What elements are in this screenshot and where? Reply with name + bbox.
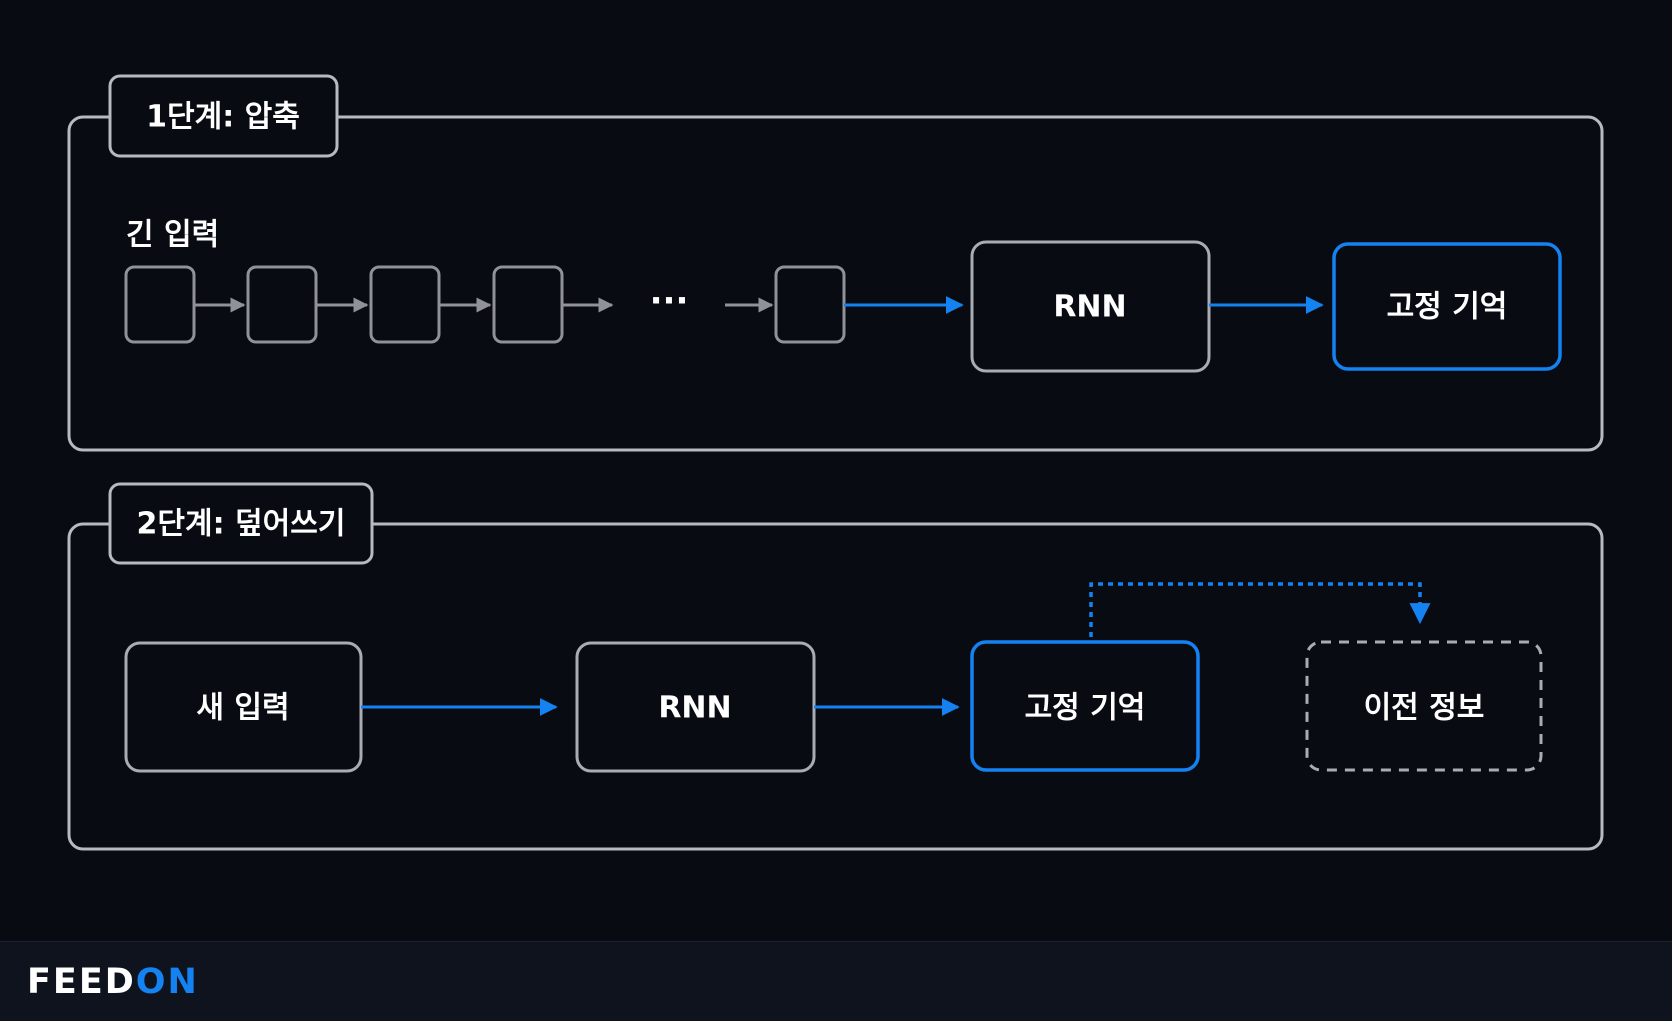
brand-logo-part1: FEED	[27, 962, 136, 1002]
stage2-frame	[67, 522, 1604, 851]
previous-info-label: 이전 정보	[1364, 691, 1485, 726]
input-token-3	[369, 265, 441, 344]
brand-logo-part2: ON	[135, 962, 199, 1002]
footer-bar: FEEDON	[0, 941, 1672, 1021]
stage1-rnn-label: RNN	[1053, 290, 1126, 325]
new-input-label: 새 입력	[196, 691, 289, 726]
stage2-title: 2단계: 덮어쓰기	[137, 507, 346, 542]
input-token-2	[246, 265, 318, 344]
overwrite-dotted-arrow	[1089, 582, 1431, 637]
stage1-memory-label: 고정 기억	[1387, 290, 1508, 325]
stage1-title: 1단계: 압축	[146, 100, 300, 135]
input-token-last	[774, 265, 846, 344]
stage1-memory-box	[1332, 242, 1562, 371]
stage2-rnn-label: RNN	[658, 691, 731, 726]
ellipsis: ···	[650, 281, 689, 321]
stage2-memory-label: 고정 기억	[1025, 691, 1146, 726]
long-input-caption: 긴 입력	[126, 218, 219, 253]
stage2-panel: 2단계: 덮어쓰기 새 입력 RNN 고정 기억 이전 정보	[67, 482, 1604, 851]
stage1-title-tab	[108, 74, 339, 158]
brand-logo: FEEDON	[27, 962, 199, 1002]
two-stage-diagram: 1단계: 압축 긴 입력 ··· RNN 고정 기억 2단계: 덮어쓰기 새 입…	[67, 74, 1604, 851]
input-token-4	[492, 265, 564, 344]
stage2-title-tab	[108, 482, 374, 565]
stage1-panel: 1단계: 압축 긴 입력 ··· RNN 고정 기억	[67, 74, 1604, 452]
stage1-frame	[67, 115, 1604, 452]
stage2-memory-box	[970, 640, 1200, 772]
previous-info-box	[1305, 640, 1543, 772]
input-token-1	[124, 265, 196, 344]
